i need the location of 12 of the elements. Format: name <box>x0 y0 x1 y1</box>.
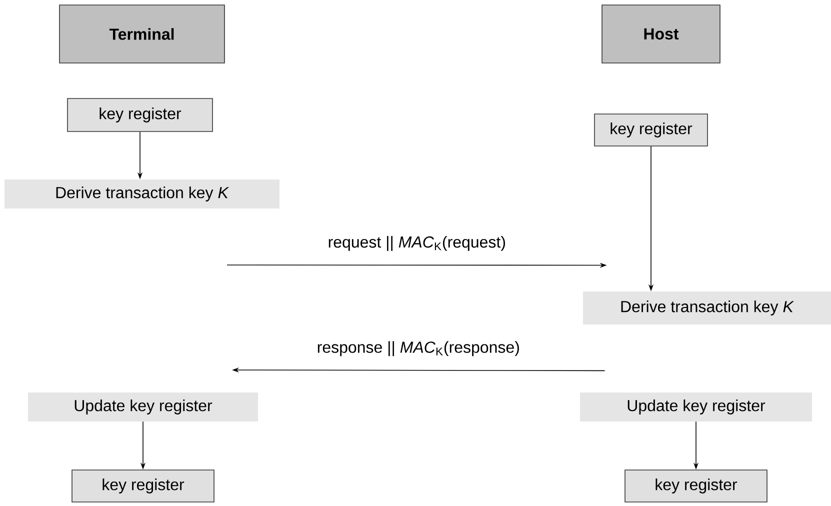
register-box: key register <box>72 470 214 502</box>
edge-label: response || MAC$_{K}$(response) <box>316 340 521 358</box>
register-box: key register <box>67 98 213 132</box>
title-box: Host <box>602 4 720 64</box>
step-band: Derive transaction key K <box>583 292 831 324</box>
title-box: Terminal <box>59 4 225 64</box>
step-band: Update key register <box>580 392 812 422</box>
step-band: Derive transaction key K <box>4 180 280 208</box>
step-band: Update key register <box>28 392 258 422</box>
register-box: key register <box>624 470 768 502</box>
edge-label: request || MAC$_{K}$(request) <box>326 234 507 252</box>
register-box: key register <box>594 114 708 146</box>
